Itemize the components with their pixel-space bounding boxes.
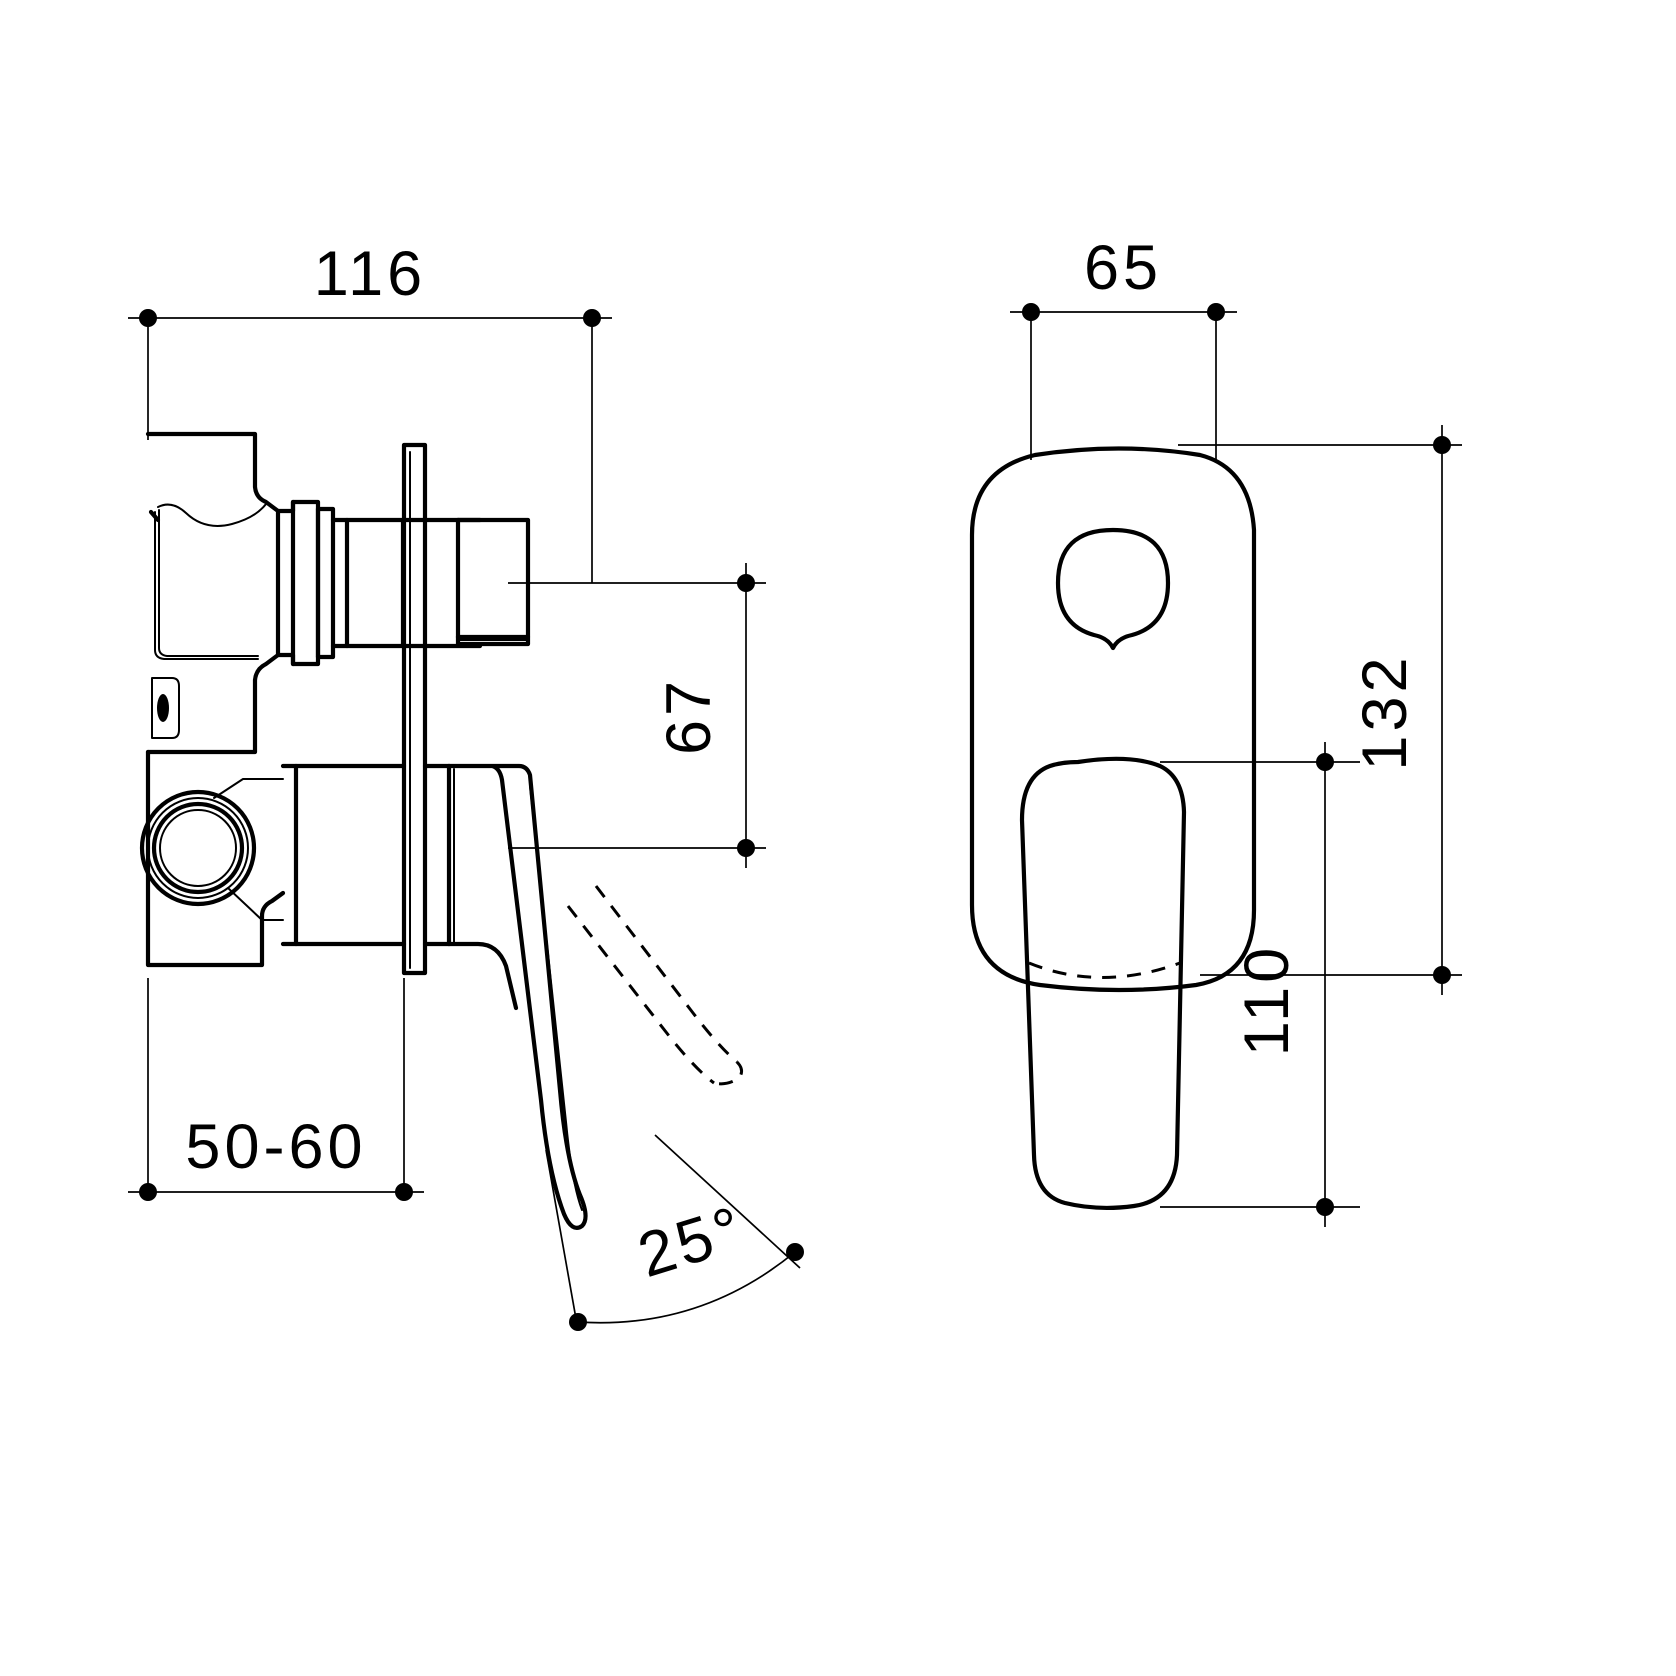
dimension-116-label: 116 xyxy=(314,239,426,309)
dimension-116: 116 xyxy=(128,239,612,583)
dimension-25-degrees-label: 25° xyxy=(630,1193,753,1291)
front-elevation-view: 65 132 110 xyxy=(969,233,1462,1227)
side-section-view: 116 50-60 67 25° xyxy=(128,239,804,1331)
dimension-65-label: 65 xyxy=(1084,233,1162,303)
dimension-110-label: 110 xyxy=(1232,944,1302,1056)
o-ring-seal xyxy=(139,789,257,907)
dimension-65: 65 xyxy=(1010,233,1237,460)
mixer-lever-front xyxy=(1019,756,1187,1210)
escutcheon-plate-front xyxy=(969,446,1257,993)
dimension-67: 67 xyxy=(508,563,766,868)
dimension-25-degrees: 25° xyxy=(545,1134,804,1331)
diverter-knob-front xyxy=(1055,527,1171,651)
dimension-67-label: 67 xyxy=(654,677,724,755)
dimension-50-60-label: 50-60 xyxy=(185,1112,366,1182)
mixer-body-block xyxy=(145,431,286,968)
dimension-50-60: 50-60 xyxy=(128,978,424,1201)
escutcheon-plate-edge xyxy=(401,442,428,976)
dimension-132: 132 xyxy=(1178,425,1462,995)
lever-rotated-position xyxy=(566,885,744,1086)
mixer-lever-assembly xyxy=(139,763,588,1230)
diverter-spindle-assembly xyxy=(275,499,531,667)
dimension-132-label: 132 xyxy=(1350,653,1420,770)
dimension-110: 110 xyxy=(1160,742,1360,1227)
body-slot-detail xyxy=(151,677,180,739)
